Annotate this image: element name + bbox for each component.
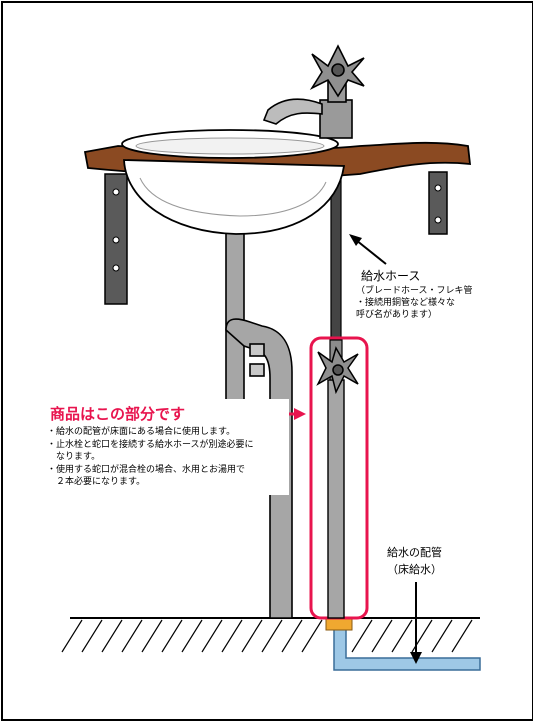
hose-note-line: （ブレードホース・フレキ管 <box>356 286 473 296</box>
faucet <box>262 44 365 139</box>
product-note-line: ・給水の配管が床面にある場合に使用します。 <box>47 427 236 437</box>
floor <box>61 617 480 653</box>
product-note-line: ２本必要になります。 <box>47 477 146 487</box>
supply-hose-note: （ブレードホース・フレキ管 ・接続用銅管など様々な 呼び名があります） <box>356 285 473 321</box>
product-note-line: ・使用する蛇口が混合栓の場合、水用とお湯用で <box>47 464 246 475</box>
floor-water-pipe <box>333 627 481 671</box>
water-pipe-title: 給水の配管 <box>387 546 442 559</box>
pipe-arrow <box>410 582 422 664</box>
product-note-line: なります。 <box>47 452 101 462</box>
product-notes: ・給水の配管が床面にある場合に使用します。 ・止水栓と蛇口を接続する給水ホースが… <box>47 426 254 489</box>
sink-basin <box>121 129 346 235</box>
valve-pipe <box>327 379 345 619</box>
drain-pipe <box>225 231 293 619</box>
water-pipe-sub: （床給水） <box>387 563 442 576</box>
water-pipe-label: 給水の配管 （床給水） <box>387 544 442 578</box>
hose-arrow <box>349 234 387 265</box>
stop-valve-handle <box>316 346 359 395</box>
left-bracket <box>104 173 128 305</box>
right-bracket <box>428 171 448 235</box>
supply-hose-label: 給水ホース <box>361 269 421 283</box>
hose-note-line: 呼び名があります） <box>356 310 438 320</box>
floor-fitting <box>325 617 353 631</box>
supply-hose <box>330 177 342 349</box>
hose-note-line: ・接続用銅管など様々な <box>356 298 456 308</box>
product-title: 商品はこの部分です <box>50 405 186 423</box>
product-description-box <box>39 399 289 495</box>
product-note-line: ・止水栓と蛇口を接続する給水ホースが別途必要に <box>47 439 254 450</box>
